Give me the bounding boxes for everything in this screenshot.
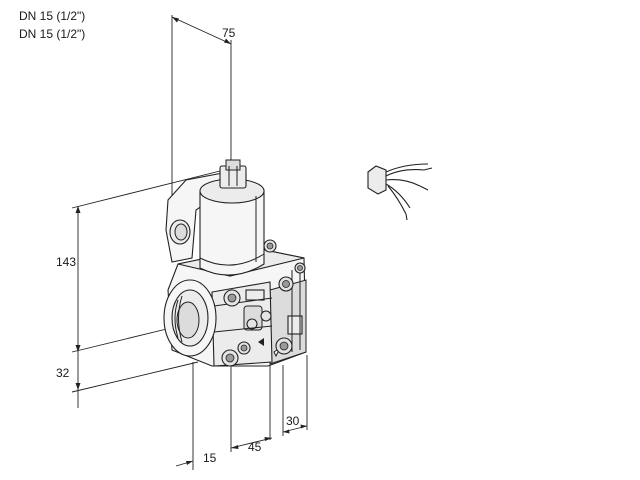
valve-body bbox=[163, 247, 307, 367]
dimension-75-label: 75 bbox=[222, 26, 236, 40]
dimension-30-label: 30 bbox=[286, 414, 300, 428]
cable-plug-accessory bbox=[367, 163, 433, 221]
dimension-32-label: 32 bbox=[56, 366, 70, 380]
dimension-45-label: 45 bbox=[248, 440, 262, 454]
connection-size-label-1: DN 15 (1/2") bbox=[19, 9, 86, 23]
connection-size-label-2: DN 15 (1/2") bbox=[19, 27, 86, 41]
dimension-143: 143 bbox=[56, 167, 233, 353]
dimension-45: 45 bbox=[230, 365, 273, 454]
solenoid-coil bbox=[199, 178, 265, 276]
dimension-15: 15 bbox=[175, 362, 217, 470]
coil-connector bbox=[219, 159, 247, 189]
dimension-30: 30 bbox=[282, 355, 308, 436]
valve-bolts bbox=[221, 239, 306, 367]
dimension-15-label: 15 bbox=[203, 451, 217, 465]
dimension-32: 32 bbox=[56, 352, 199, 408]
dimension-75: 75 bbox=[171, 15, 236, 210]
dimension-143-label: 143 bbox=[56, 255, 76, 269]
